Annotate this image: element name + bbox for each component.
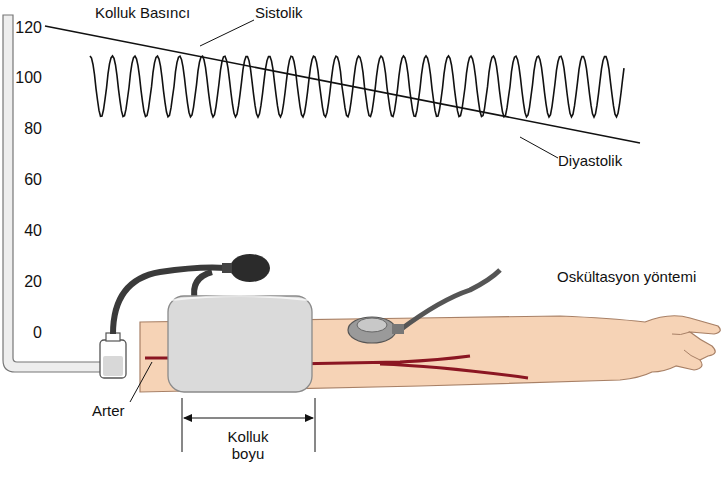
dimension-label: Kolluk boyu [213, 428, 283, 462]
leader-line [520, 137, 558, 158]
annotation: Oskültasyon yöntemi [557, 268, 696, 285]
pressure-wave [90, 56, 624, 117]
artery [290, 356, 528, 378]
axis-tick: 60 [24, 171, 42, 188]
stethoscope-tube [400, 270, 500, 330]
annotation: Sistolik [255, 4, 303, 21]
axis-tick: 20 [24, 273, 42, 290]
stethoscope-head [348, 317, 396, 343]
cuff [168, 296, 312, 392]
axis-tick: 0 [33, 324, 42, 341]
reservoir-cap [106, 333, 120, 341]
axis-title: Kolluk Basıncı [95, 4, 190, 21]
axis-tick: 40 [24, 222, 42, 239]
dimension-line [315, 398, 316, 452]
axis-tick: 100 [15, 69, 42, 86]
bulb-valve [222, 263, 232, 273]
stethoscope-stem [392, 324, 404, 334]
axis-tick: 120 [15, 19, 42, 36]
annotation: Diyastolik [558, 152, 622, 169]
artery [145, 357, 170, 360]
reservoir-fluid [103, 356, 123, 376]
dimension-line [182, 398, 183, 452]
reservoir [100, 340, 126, 378]
dimension-arrow [183, 414, 314, 422]
leader-line [130, 362, 152, 402]
part-label: Arter [92, 402, 125, 419]
axis-tick: 80 [24, 120, 42, 137]
cuff-highlight [172, 296, 308, 300]
cuff-pressure-line [45, 26, 640, 143]
dimension-line [184, 418, 313, 419]
finger-lines [672, 332, 700, 360]
stethoscope-diaphragm [357, 318, 387, 332]
pump-bulb [230, 254, 270, 282]
leader-line [200, 20, 254, 46]
